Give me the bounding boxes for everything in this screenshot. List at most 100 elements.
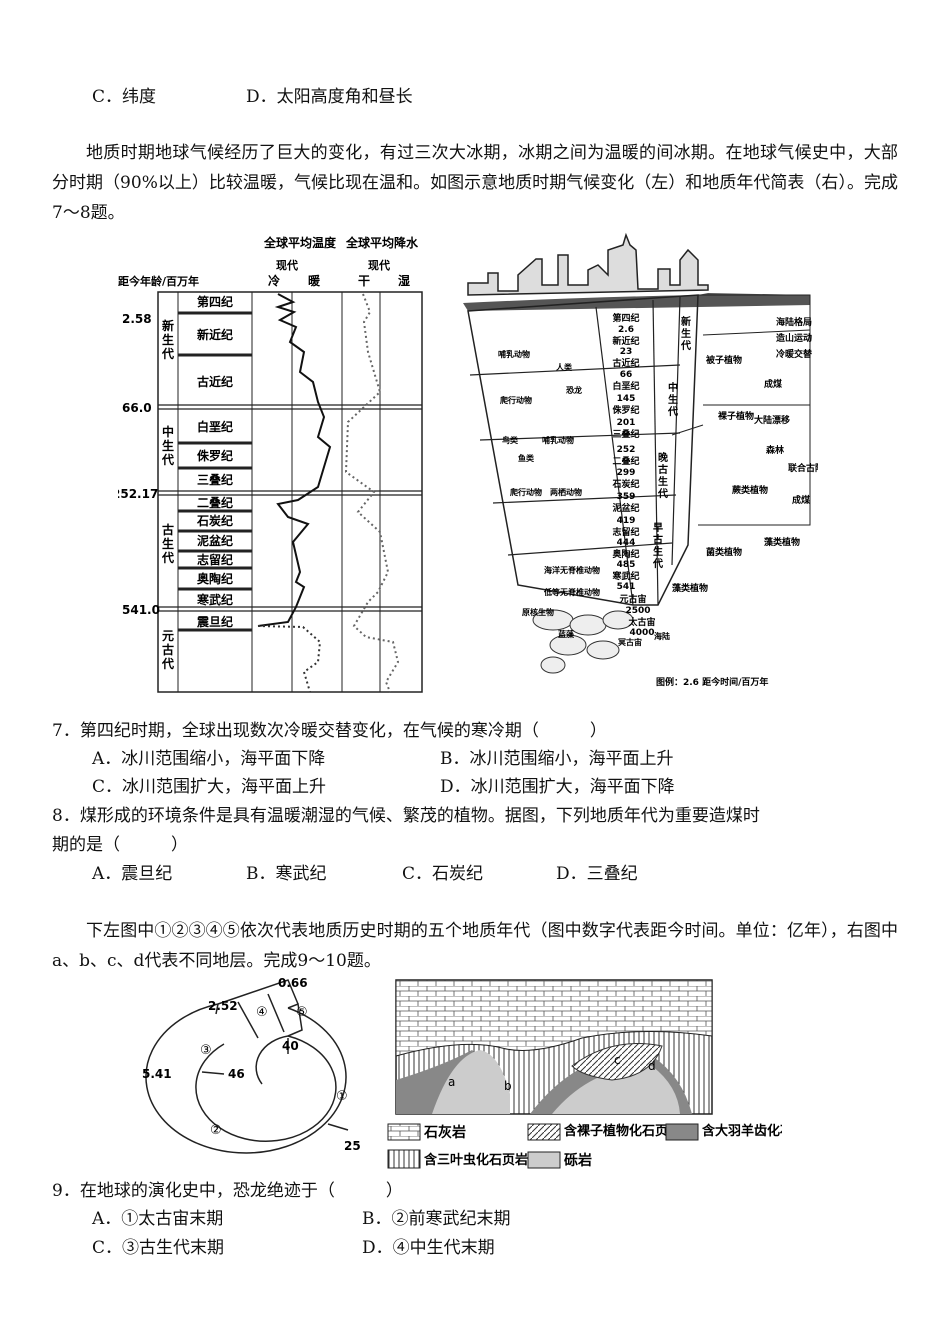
cold-label: 冷 xyxy=(268,273,280,288)
timetable-period: 三叠纪 xyxy=(612,428,639,440)
strata-figure: a b c d 石灰岩 含裸子植物化石页岩 含大羽羊齿化石砂岩 含三叶虫化石页岩… xyxy=(387,979,782,1169)
animal-label: 低等无脊椎动物 xyxy=(543,587,600,597)
svg-text:古生代: 古生代 xyxy=(161,522,174,565)
timetable-period: 寒武纪 xyxy=(611,570,639,582)
spiral-mark: ① xyxy=(336,1089,348,1104)
timetable-num: 145 xyxy=(617,394,636,404)
timetable-period: 太古宙 xyxy=(627,616,655,628)
timetable-period: 石炭纪 xyxy=(611,478,639,490)
q8-option-a: A．震旦纪 xyxy=(92,864,173,884)
age-label: 66.0 xyxy=(122,401,152,415)
temp-header: 全球平均温度 xyxy=(263,235,337,250)
layer-label: a xyxy=(448,1075,455,1089)
animal-label: 两栖动物 xyxy=(550,487,582,497)
intro-paragraph-2: 下左图中①②③④⑤依次代表地质历史时期的五个地质年代（图中数字代表距今时间。单位… xyxy=(52,921,898,971)
spiral-mark: ③ xyxy=(200,1043,212,1058)
age-label: 252.17 xyxy=(118,487,158,501)
q8-option-c: C．石炭纪 xyxy=(402,864,484,884)
event-label: 海陆格局 xyxy=(776,316,812,328)
period-label: 震旦纪 xyxy=(197,614,233,629)
spiral-mark: ⑤ xyxy=(296,1005,308,1020)
timetable-num: 4000 xyxy=(629,628,654,638)
animal-label: 鸟类 xyxy=(502,435,518,445)
period-label: 志留纪 xyxy=(197,552,233,567)
event-label: 森林 xyxy=(766,444,785,456)
spiral-mark: ② xyxy=(210,1123,222,1138)
period-label: 石炭纪 xyxy=(196,513,233,528)
layer-label: c xyxy=(614,1053,621,1067)
layer-label: d xyxy=(648,1059,656,1073)
spiral-mark: ④ xyxy=(256,1005,268,1020)
timetable-period: 白垩纪 xyxy=(612,380,639,392)
q9-stem: 9．在地球的演化史中，恐龙绝迹于（ ） xyxy=(52,1181,403,1201)
timetable-num: 201 xyxy=(617,418,636,428)
timetable-era: 早古生代 xyxy=(652,522,663,570)
period-label: 第四纪 xyxy=(197,294,233,309)
timetable-num: 2500 xyxy=(625,606,650,616)
svg-text:元古代: 元古代 xyxy=(161,629,174,671)
plant-label: 藻类植物 xyxy=(672,582,708,594)
q8-option-d: D．三叠纪 xyxy=(556,864,638,884)
timetable-period: 元古宙 xyxy=(619,593,646,605)
option-c: C．纬度 xyxy=(92,87,157,107)
period-label: 新近纪 xyxy=(197,327,233,342)
event-label: 联合古陆 xyxy=(788,462,818,474)
timetable-period: 第四纪 xyxy=(612,312,639,324)
timetable-era: 晚古生代 xyxy=(657,451,668,500)
event-label: 冷暖交替 xyxy=(776,348,813,360)
q9-option-b: B．②前寒武纪末期 xyxy=(362,1209,511,1229)
animal-label: 冥古宙 xyxy=(618,637,642,647)
q9-option-d: D．④中生代末期 xyxy=(362,1238,495,1258)
period-label: 三叠纪 xyxy=(197,472,233,487)
geologic-timetable-figure: 第四纪 2.6 新近纪 23 古近纪 66 白垩纪 145 侏罗纪 201 三叠… xyxy=(463,232,818,688)
timetable-num: 252 xyxy=(617,445,636,455)
spiral-number: 2.52 xyxy=(208,999,238,1013)
spiral-timeline-figure: 0.66 2.52 5.41 46 40 25 ① ② ③ ④ ⑤ xyxy=(142,976,361,1154)
climate-change-figure: 全球平均温度 全球平均降水 现代 现代 冷 暖 干 湿 距今年龄/百万年 2.5… xyxy=(118,235,423,693)
plant-label: 蕨类植物 xyxy=(732,484,768,496)
q8-stem-line1: 8．煤形成的环境条件是具有温暖潮湿的气候、繁茂的植物。据图，下列地质年代为重要造… xyxy=(52,806,760,826)
legend-item: 含大羽羊齿化石砂岩 xyxy=(701,1123,782,1139)
animal-label: 原核生物 xyxy=(522,607,554,617)
timetable-num: 2.6 xyxy=(618,325,634,335)
animal-label: 哺乳动物 xyxy=(542,435,574,445)
q7-option-c: C．冰川范围扩大，海平面上升 xyxy=(92,777,327,797)
legend-item: 含三叶虫化石页岩 xyxy=(423,1152,528,1168)
event-label: 成煤 xyxy=(764,378,782,390)
timetable-period: 古近纪 xyxy=(612,357,639,369)
timetable-num: 541 xyxy=(617,582,636,592)
spiral-number: 46 xyxy=(228,1067,245,1081)
legend-item: 砾岩 xyxy=(564,1152,592,1169)
age-label: 541.0 xyxy=(122,603,160,617)
q7-option-d: D．冰川范围扩大，海平面下降 xyxy=(440,777,675,797)
event-label: 成煤 xyxy=(792,494,810,506)
timetable-num: 66 xyxy=(620,370,633,380)
period-label: 奥陶纪 xyxy=(197,571,233,586)
animal-label: 爬行动物 xyxy=(499,395,532,405)
timetable-num: 444 xyxy=(617,538,636,548)
age-header: 距今年龄/百万年 xyxy=(118,274,199,288)
plant-label: 被子植物 xyxy=(706,354,742,366)
spiral-number: 0.66 xyxy=(278,976,308,990)
q9-option-c: C．③古生代末期 xyxy=(92,1238,225,1258)
animal-label: 恐龙 xyxy=(566,385,582,395)
animal-label: 人类 xyxy=(556,362,572,372)
age-label: 2.58 xyxy=(122,312,152,326)
timetable-period: 志留纪 xyxy=(612,526,639,538)
q7-stem: 7．第四纪时期，全球出现数次冷暖交替变化，在气候的寒冷期（ ） xyxy=(52,721,607,741)
timetable-num: 419 xyxy=(617,516,636,526)
wet-label: 湿 xyxy=(398,273,410,288)
timetable-num: 23 xyxy=(620,347,633,357)
option-d: D．太阳高度角和昼长 xyxy=(246,87,413,107)
timetable-num: 485 xyxy=(617,560,636,570)
period-label: 侏罗纪 xyxy=(197,448,233,463)
intro-paragraph-1: 地质时期地球气候经历了巨大的变化，有过三次大冰期，冰期之间为温暖的间冰期。在地球… xyxy=(52,143,898,223)
modern-label-precip: 现代 xyxy=(368,258,390,272)
warm-label: 暖 xyxy=(308,273,321,288)
timetable-era: 新生代 xyxy=(680,315,691,352)
timetable-period: 新近纪 xyxy=(612,335,639,347)
timetable-num: 359 xyxy=(617,492,636,502)
modern-label-temp: 现代 xyxy=(276,258,298,272)
spiral-number: 40 xyxy=(282,1039,299,1053)
animal-label: 爬行动物 xyxy=(509,487,542,497)
